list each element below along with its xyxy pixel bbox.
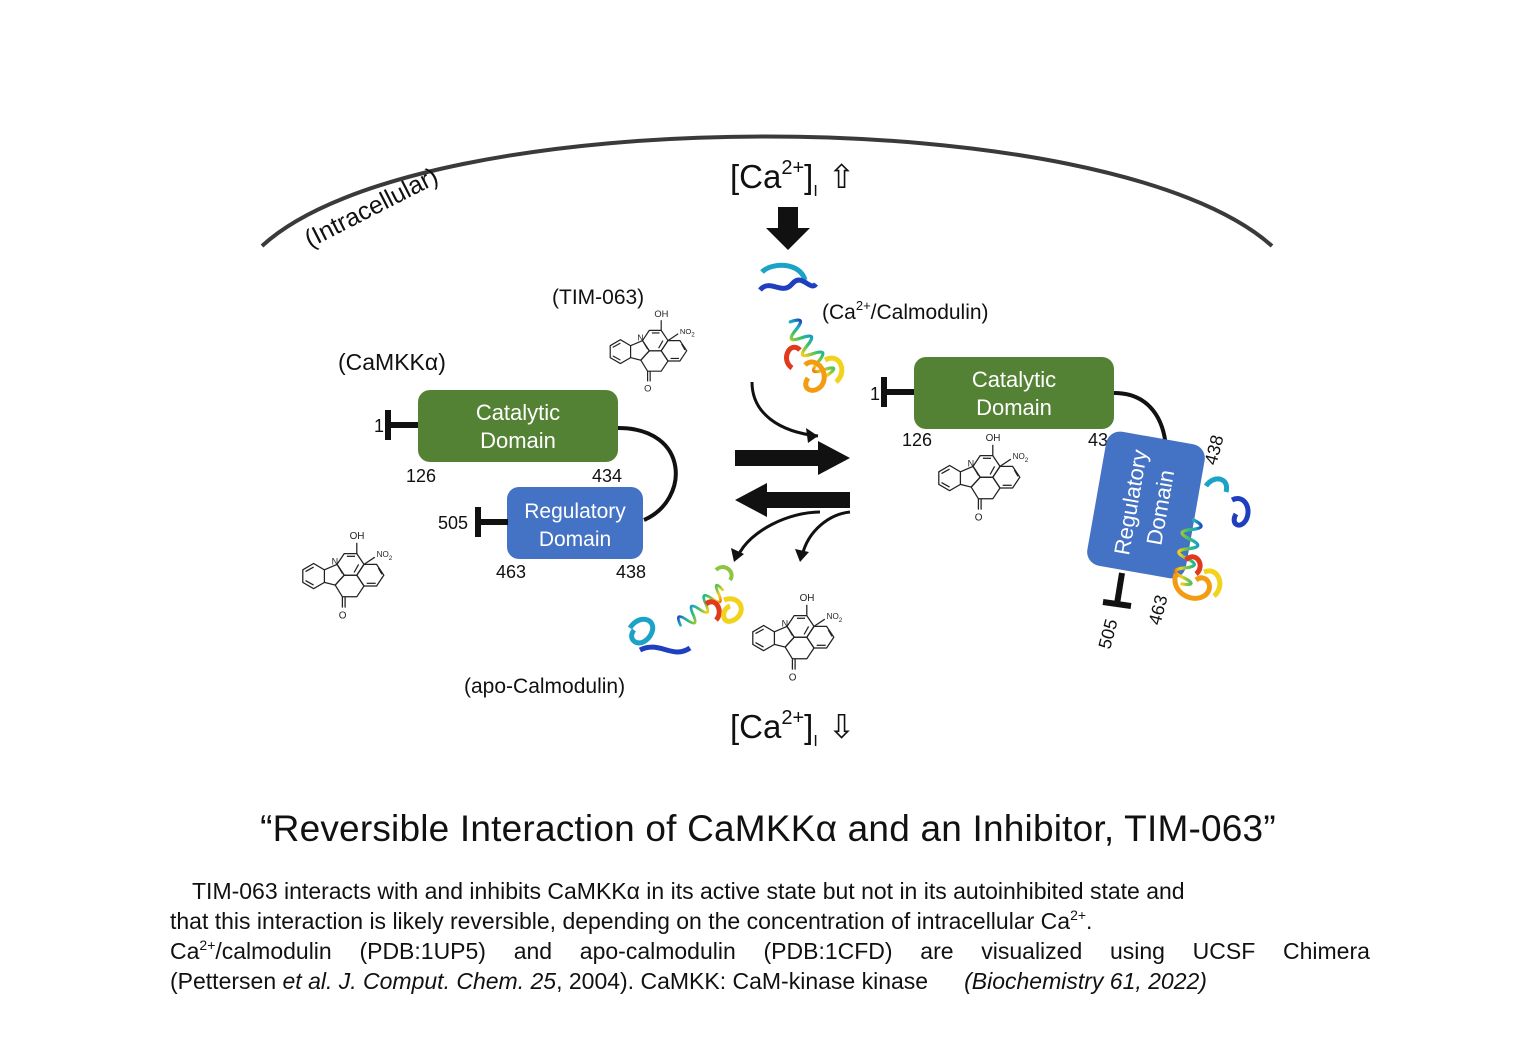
svg-text:1: 1	[374, 416, 384, 436]
svg-text:NO2: NO2	[827, 612, 843, 624]
svg-text:Domain: Domain	[480, 428, 556, 453]
release-calmodulin-arrow	[736, 510, 821, 557]
svg-text:OH: OH	[986, 433, 1001, 444]
svg-text:126: 126	[406, 466, 436, 486]
caption-word: using	[1109, 938, 1165, 964]
caption-line-3: Ca2+/calmodulin (PDB:1UP5) and apo-calmo…	[170, 936, 1370, 966]
right-regulatory-domain	[1087, 431, 1205, 579]
caption-word: Ca2+/calmodulin	[170, 937, 332, 964]
svg-text:Domain: Domain	[539, 528, 611, 551]
caption-line-4: (Pettersen et al. J. Comput. Chem. 25, 2…	[170, 966, 1370, 996]
figure-caption: TIM-063 interacts with and inhibits CaMK…	[170, 876, 1370, 996]
forward-arrow-icon	[735, 441, 850, 475]
down-arrow-icon	[766, 207, 810, 250]
svg-text:463: 463	[1145, 593, 1172, 627]
caption-word: apo-calmodulin	[579, 938, 736, 964]
caption-line-2-sup: 2+	[1070, 907, 1087, 923]
cell-membrane-arc	[260, 134, 1274, 248]
svg-text:[Ca2+]I⇧: [Ca2+]I⇧	[730, 157, 855, 200]
svg-text:O: O	[975, 512, 983, 523]
svg-text:OH: OH	[800, 593, 815, 604]
ca-calmodulin-label: (Ca2+/Calmodulin)	[822, 298, 989, 324]
svg-text:Catalytic: Catalytic	[972, 367, 1056, 392]
svg-text:N: N	[782, 618, 789, 628]
caption-reference: (Biochemistry 61, 2022)	[964, 968, 1207, 994]
right-active-enzyme: 1 Catalytic Domain 126 434 Regulatory Do…	[870, 357, 1228, 651]
apo-calmodulin-structure	[627, 565, 744, 655]
caption-line-1-text: TIM-063 interacts with and inhibits CaMK…	[192, 878, 1185, 904]
release-inhibitor-arrow	[800, 510, 851, 557]
caption-word: Chimera	[1283, 938, 1370, 964]
svg-text:NO2: NO2	[1013, 452, 1029, 464]
svg-text:126: 126	[902, 430, 932, 450]
svg-text:O: O	[644, 384, 651, 394]
left-regulatory-domain	[507, 487, 643, 559]
svg-text:438: 438	[616, 562, 646, 582]
svg-text:O: O	[789, 672, 797, 683]
caption-line-2: that this interaction is likely reversib…	[170, 906, 1370, 936]
svg-text:1: 1	[870, 384, 880, 404]
caption-citation-rest: , 2004). CaMKK: CaM-kinase kinase	[556, 968, 929, 994]
svg-text:505: 505	[438, 513, 468, 533]
svg-text:Domain: Domain	[976, 395, 1052, 420]
calcium-increase-label: [Ca2+]I⇧	[730, 157, 855, 200]
svg-text:OH: OH	[350, 531, 365, 542]
svg-text:[Ca2+]I⇩: [Ca2+]I⇩	[730, 707, 855, 750]
ca-calmodulin-structure	[758, 262, 845, 393]
reverse-arrow-icon	[735, 483, 850, 517]
tim063-molecule-left: OH NO2 N O	[302, 531, 393, 621]
caption-word: (PDB:1UP5)	[359, 938, 486, 964]
camkk-alpha-label: (CaMKKα)	[338, 349, 446, 375]
svg-text:N: N	[332, 556, 339, 566]
tim063-molecule-bottom: OH NO2 N O	[752, 593, 843, 683]
caption-word: are	[920, 938, 954, 964]
caption-word: visualized	[981, 938, 1083, 964]
left-catalytic-domain	[418, 390, 618, 462]
svg-text:O: O	[339, 610, 347, 621]
tim063-molecule-bound: OH NO2 N O	[938, 433, 1029, 523]
caption-word: UCSF	[1192, 938, 1256, 964]
svg-text:NO2: NO2	[377, 550, 393, 562]
svg-text:Regulatory: Regulatory	[524, 500, 626, 523]
caption-line-1: TIM-063 interacts with and inhibits CaMK…	[170, 876, 1370, 906]
svg-text:438: 438	[1201, 433, 1228, 467]
svg-text:NO2: NO2	[680, 327, 695, 339]
caption-word: and	[513, 938, 553, 964]
bound-calmodulin-structure	[1173, 476, 1251, 601]
calcium-decrease-label: [Ca2+]I⇩	[730, 707, 855, 750]
figure-title: “Reversible Interaction of CaMKKα and an…	[260, 808, 1276, 849]
apo-calmodulin-label: (apo-Calmodulin)	[464, 675, 625, 698]
binding-curved-arrow	[750, 381, 819, 438]
svg-text:N: N	[968, 458, 975, 468]
caption-citation-author: (Pettersen	[170, 968, 283, 994]
svg-text:OH: OH	[654, 309, 668, 319]
caption-line-2-text: that this interaction is likely reversib…	[170, 908, 1071, 934]
svg-text:463: 463	[496, 562, 526, 582]
svg-text:505: 505	[1095, 617, 1122, 651]
tim063-molecule-top: OH NO2 N O	[609, 309, 695, 394]
tim063-label: (TIM-063)	[552, 286, 644, 309]
svg-text:Catalytic: Catalytic	[476, 400, 560, 425]
caption-line-2-end: .	[1086, 908, 1093, 934]
svg-text:434: 434	[592, 466, 622, 486]
caption-word: (PDB:1CFD)	[763, 938, 893, 964]
caption-citation-journal: et al. J. Comput. Chem. 25	[282, 968, 557, 994]
svg-text:N: N	[637, 333, 643, 343]
left-autoinhibited-enzyme: 1 Catalytic Domain 126 434 Regulatory Do…	[374, 390, 678, 582]
right-catalytic-domain	[914, 357, 1114, 429]
